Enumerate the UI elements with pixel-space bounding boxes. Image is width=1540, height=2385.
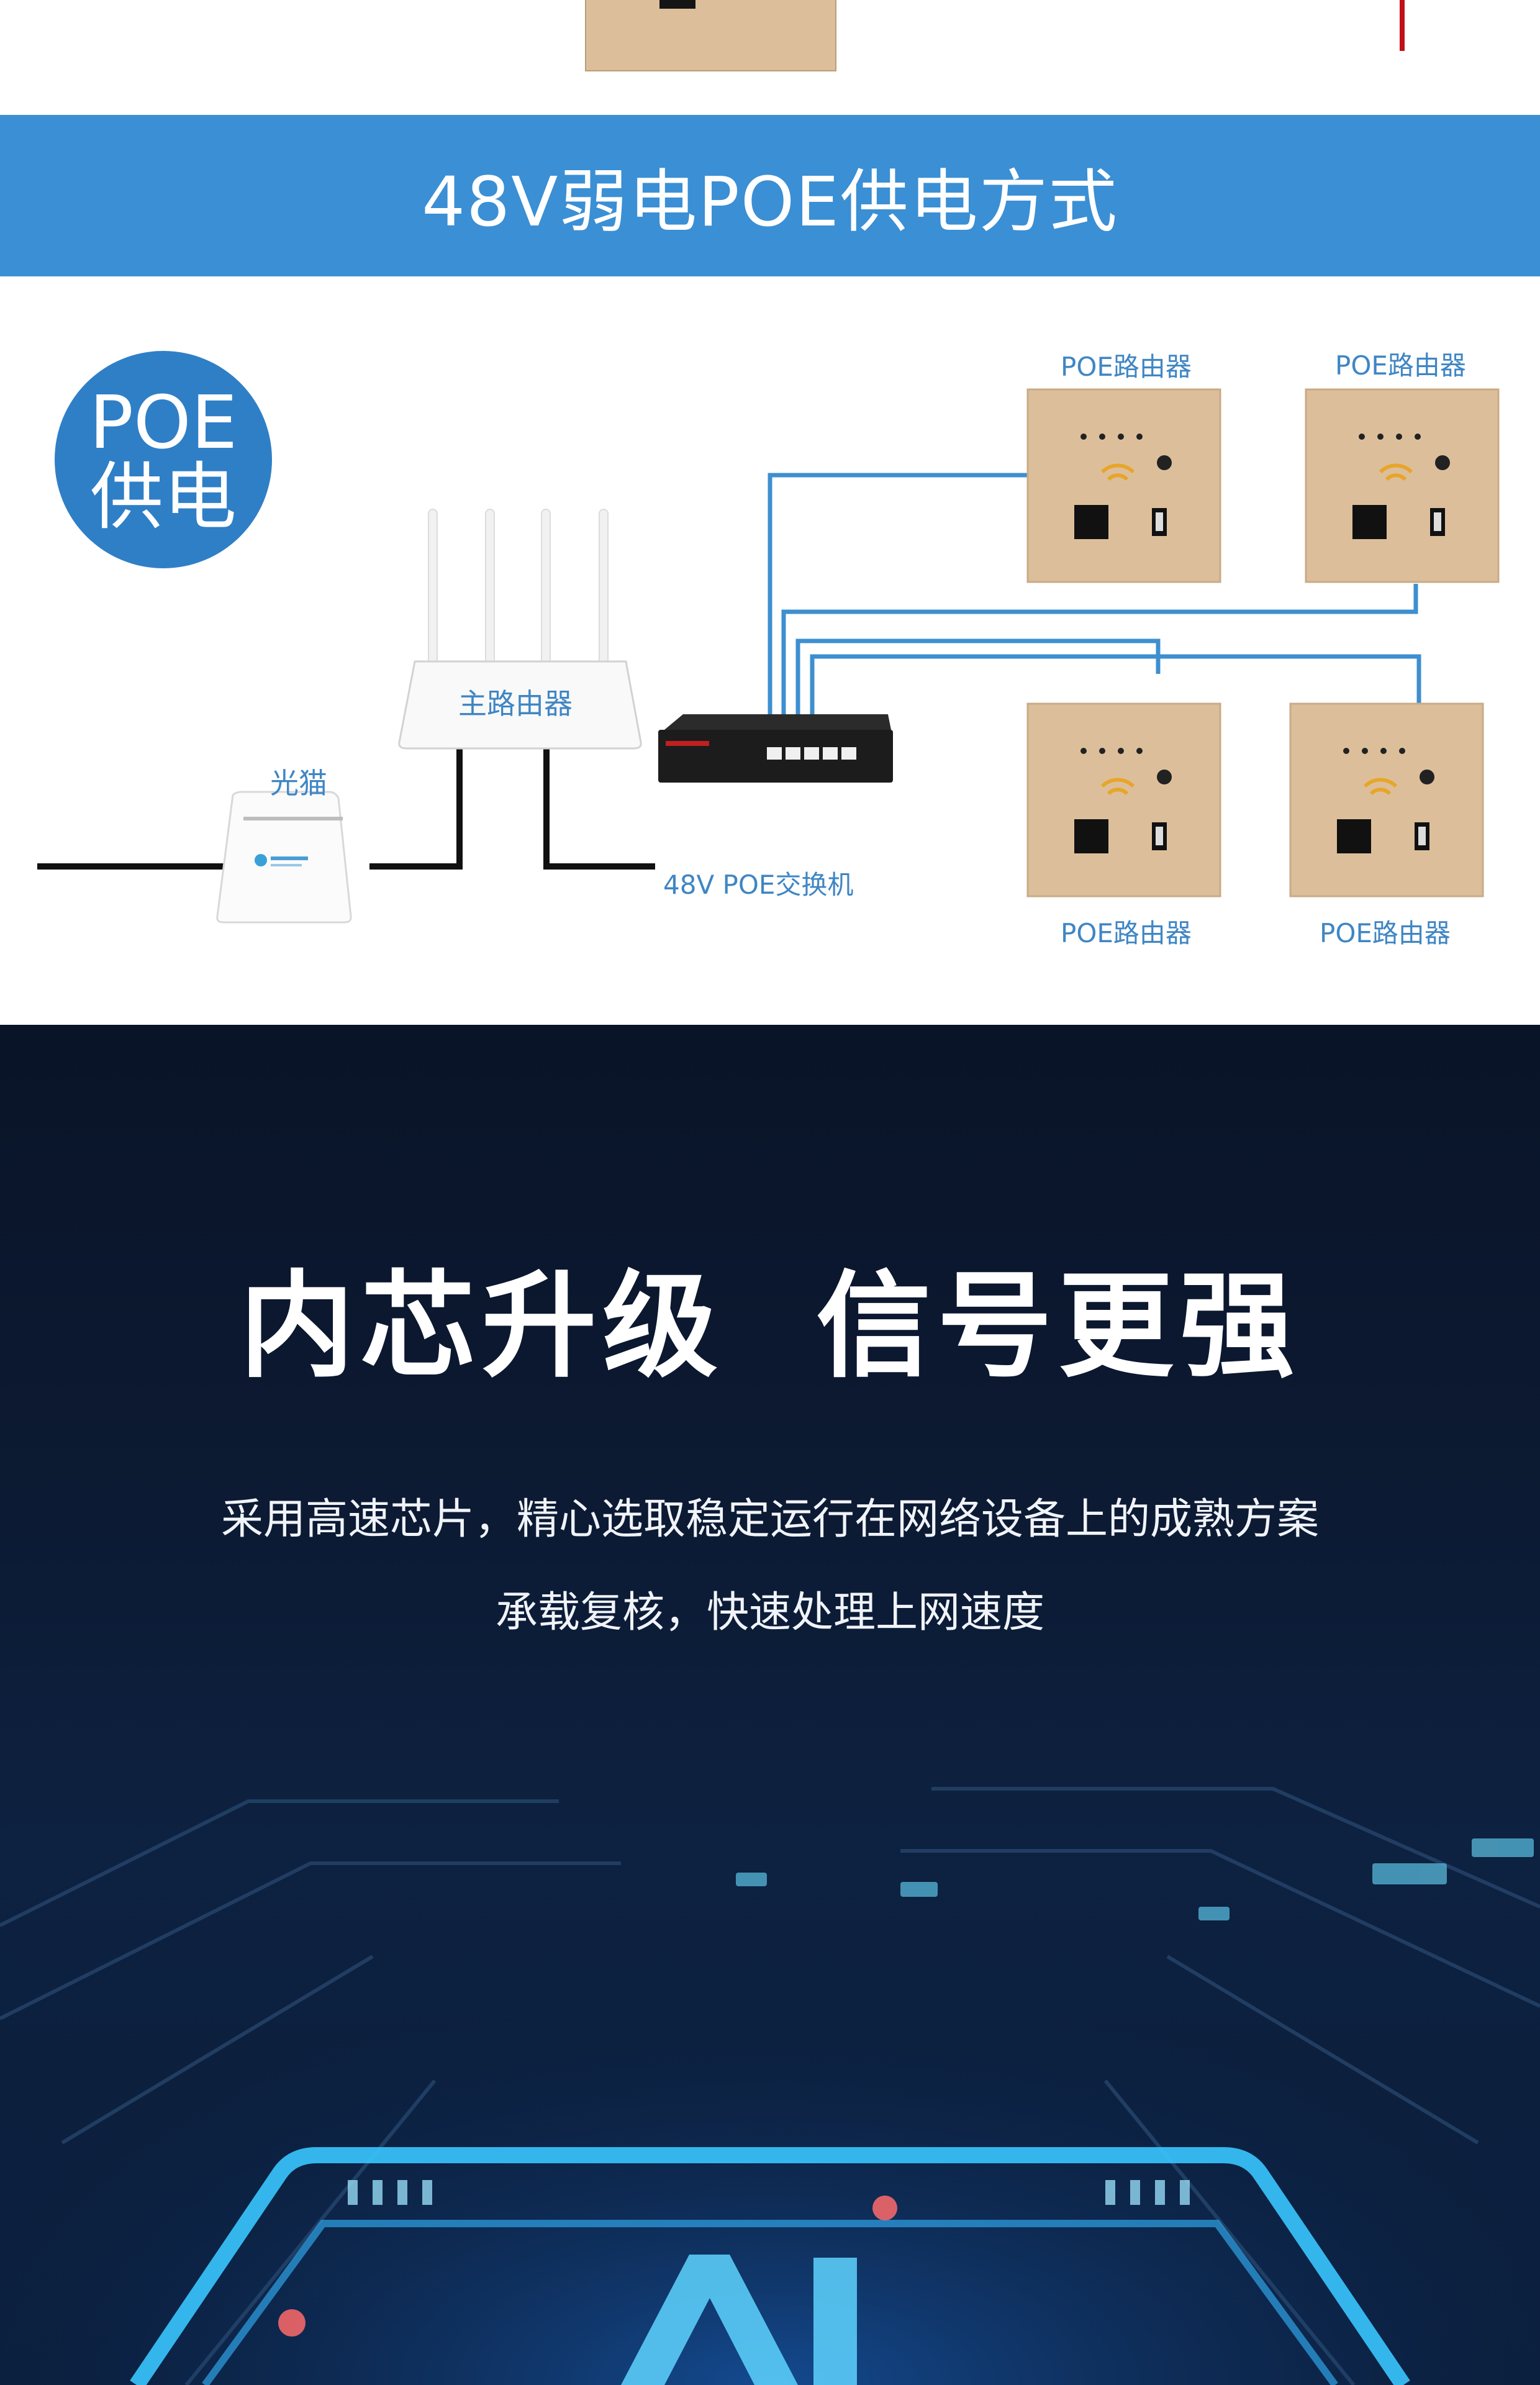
label-modem: 光猫	[270, 766, 327, 800]
title-banner: 48V弱电POE供电方式	[0, 115, 1540, 276]
circuit-lines	[0, 1787, 1540, 2385]
poe-diagram: POE 供电 POE路由器 POE路由器 POE路由器 POE路由器 主路由器 …	[0, 276, 1540, 1025]
badge-line-1: POE	[89, 379, 238, 465]
label-router-top-right: POE路由器	[1335, 350, 1466, 381]
chip-outline	[130, 2147, 1410, 2385]
poe-panel-top-left	[1026, 388, 1221, 583]
modem-icon	[216, 791, 352, 924]
label-router-bottom-left: POE路由器	[1061, 918, 1192, 948]
label-router-bottom-right: POE路由器	[1320, 918, 1451, 948]
promo-headline: 内芯升级 信号更强	[239, 1259, 1301, 1393]
label-switch: 48V POE交换机	[663, 870, 854, 900]
ai-letters-icon	[621, 2255, 857, 2385]
poe-panel-bottom-right	[1289, 702, 1484, 897]
label-router-top-left: POE路由器	[1061, 352, 1192, 382]
poe-power-badge: POE 供电	[55, 351, 272, 568]
chip-light-right	[872, 2196, 897, 2220]
promo-description-line-1: 采用高速芯片，精心选取稳定运行在网络设备上的成熟方案	[220, 1495, 1319, 1544]
panel-port-icon	[659, 0, 695, 9]
red-cable-line	[1400, 0, 1405, 51]
poe-switch-icon	[658, 714, 893, 783]
circuit-background	[0, 1708, 1540, 2385]
circuit-components	[736, 1838, 1534, 1920]
badge-line-2: 供电	[89, 454, 237, 540]
black-cables	[37, 724, 655, 870]
banner-title: 48V弱电POE供电方式	[422, 162, 1118, 242]
main-router-icon	[398, 509, 642, 750]
label-main-router: 主路由器	[458, 687, 573, 720]
poe-panel-top-right	[1305, 388, 1500, 583]
chip-light-left	[278, 2309, 306, 2337]
promo-description-line-2: 承载复核，快速处理上网速度	[495, 1588, 1044, 1637]
poe-panel-bottom-left	[1026, 702, 1221, 897]
blue-cables	[768, 473, 1421, 735]
promo-section: 内芯升级 信号更强 采用高速芯片，精心选取稳定运行在网络设备上的成熟方案 承载复…	[0, 1025, 1540, 2385]
diagram-graphics	[37, 388, 1500, 924]
chip-pins	[348, 2180, 1190, 2205]
top-strip	[0, 0, 1540, 115]
wall-panel-partial	[585, 0, 836, 71]
